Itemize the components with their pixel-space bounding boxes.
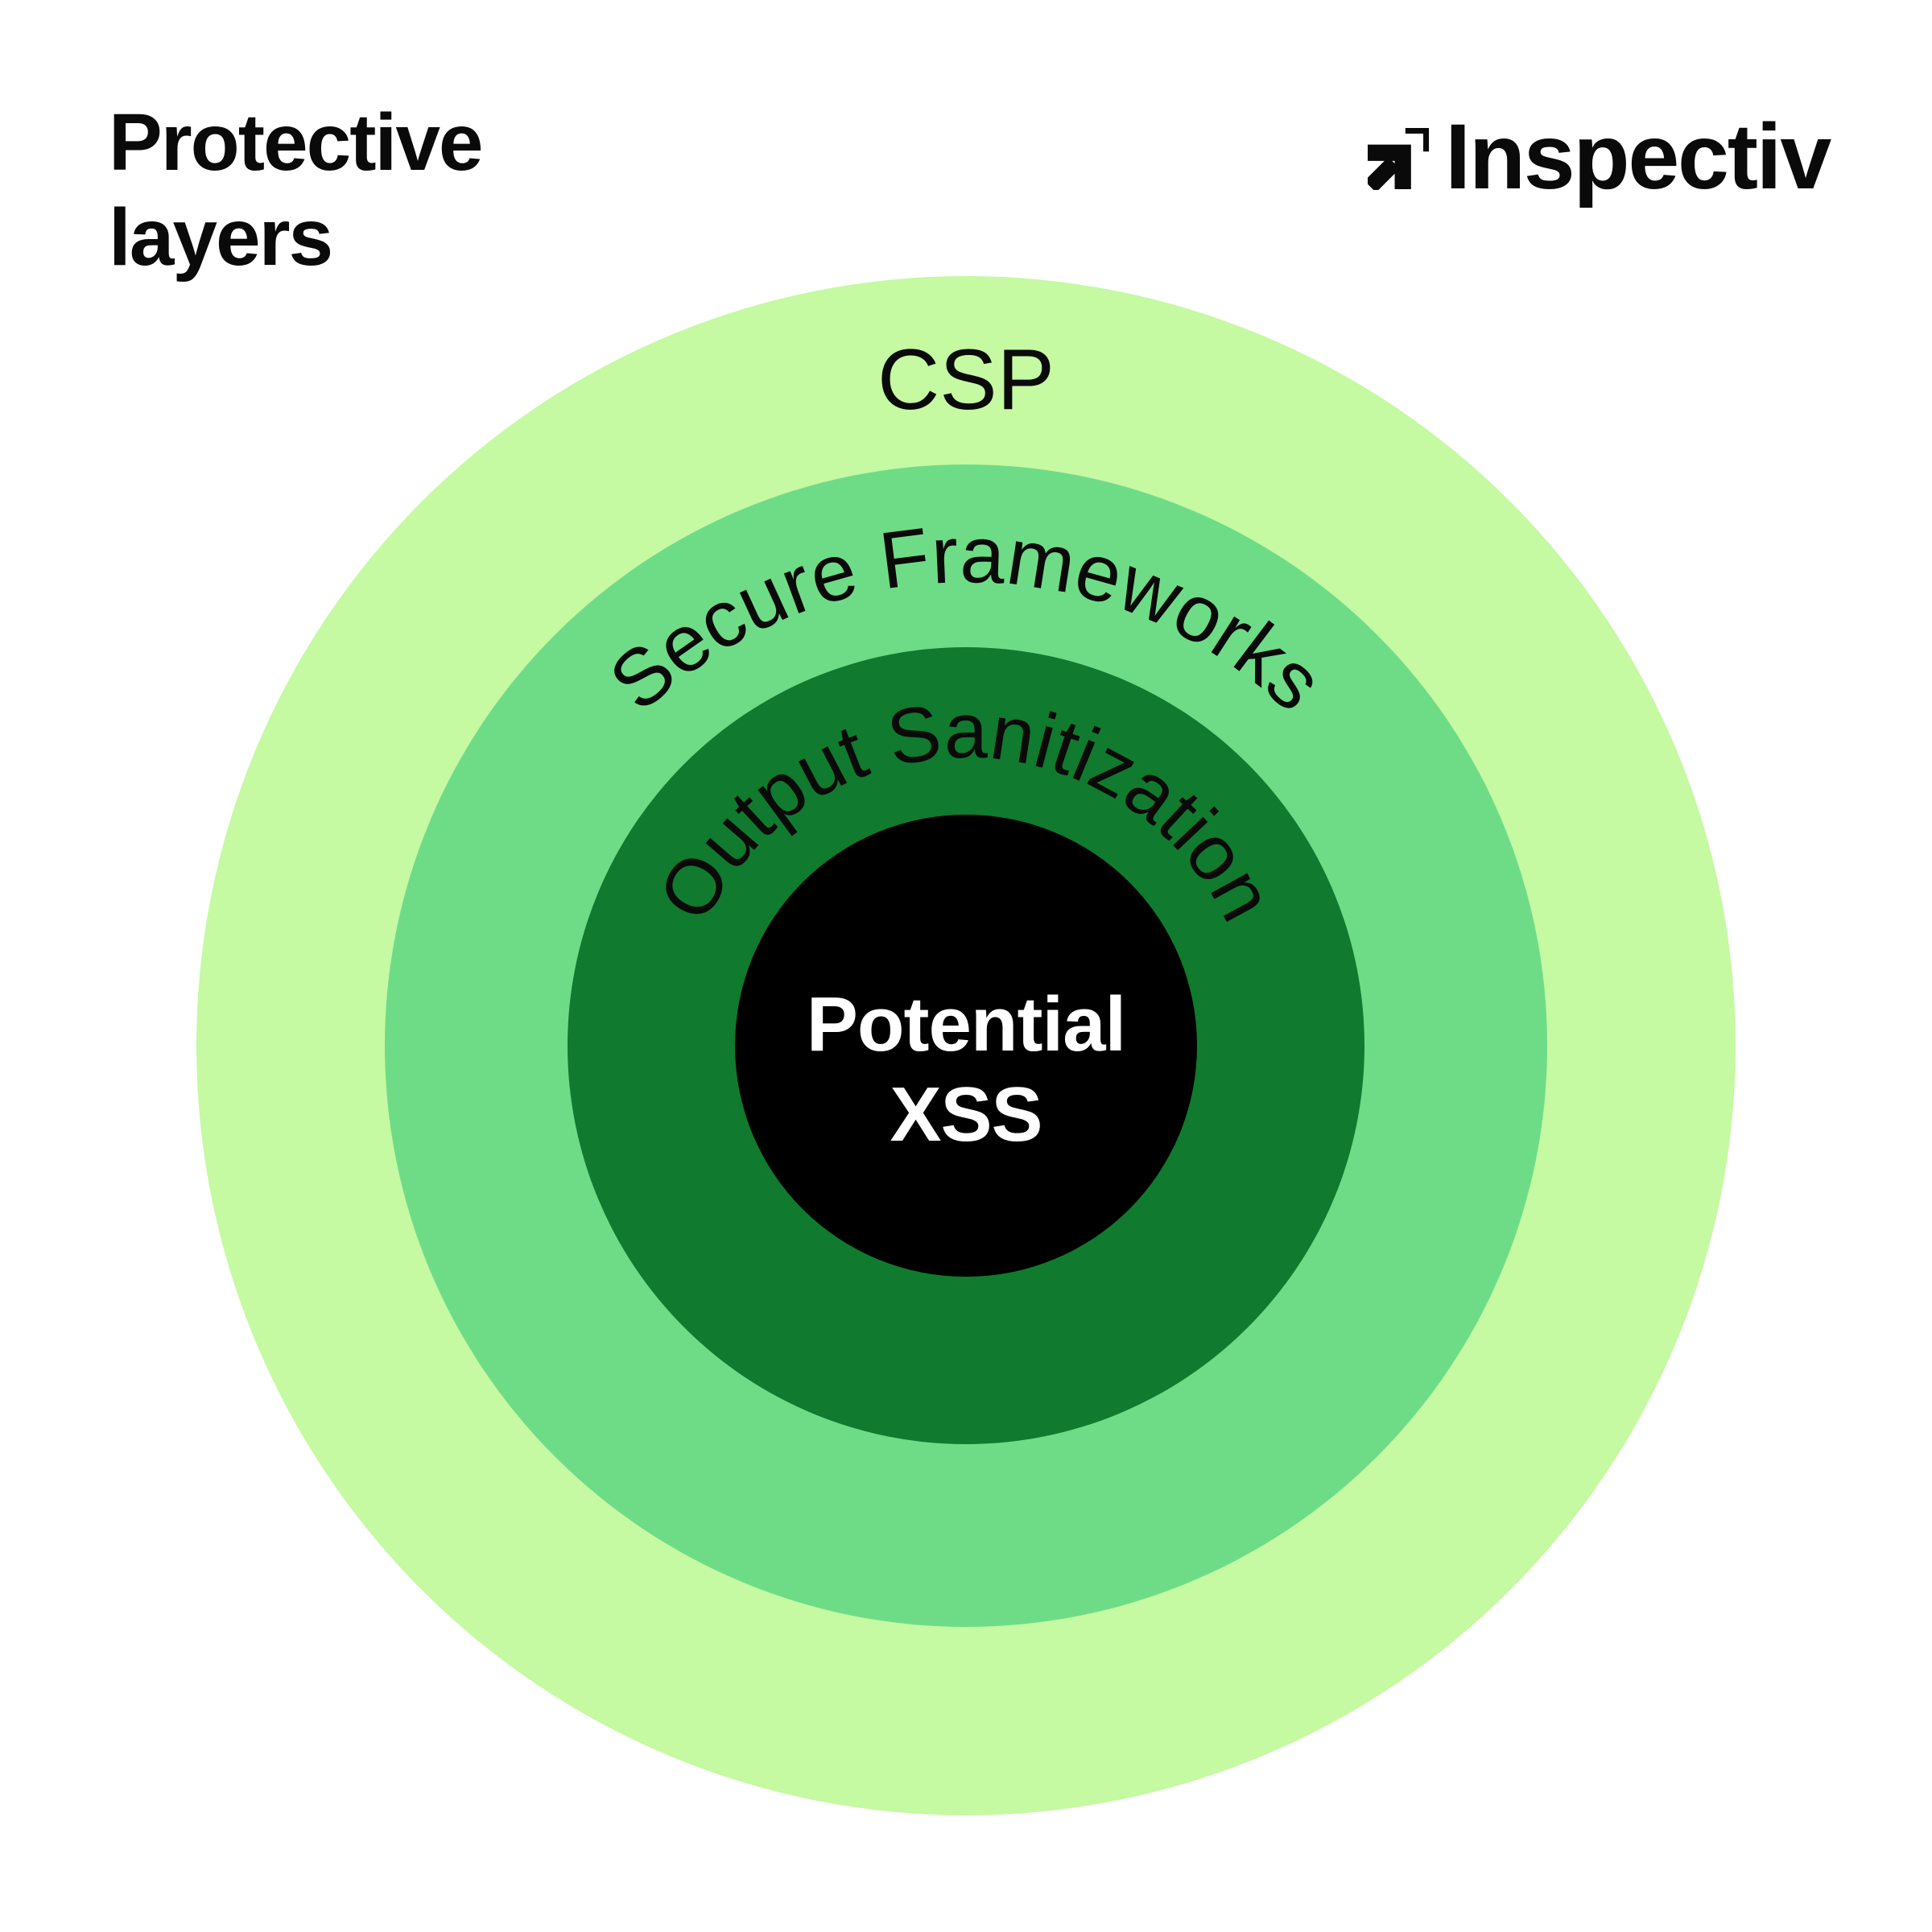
page-title: Protective layers bbox=[109, 95, 484, 285]
title-line-2: layers bbox=[109, 192, 333, 283]
center-label-line-2: XSS bbox=[890, 1071, 1042, 1158]
layer-circle-potential-xss bbox=[735, 815, 1197, 1277]
arrow-up-right-icon bbox=[1368, 127, 1430, 190]
brand-name: Inspectiv bbox=[1445, 105, 1831, 208]
layer-label-csp: CSP bbox=[877, 331, 1055, 427]
center-label-line-1: Potential bbox=[807, 981, 1125, 1067]
brand-logo: Inspectiv bbox=[1368, 105, 1831, 208]
title-line-1: Protective bbox=[109, 97, 484, 188]
